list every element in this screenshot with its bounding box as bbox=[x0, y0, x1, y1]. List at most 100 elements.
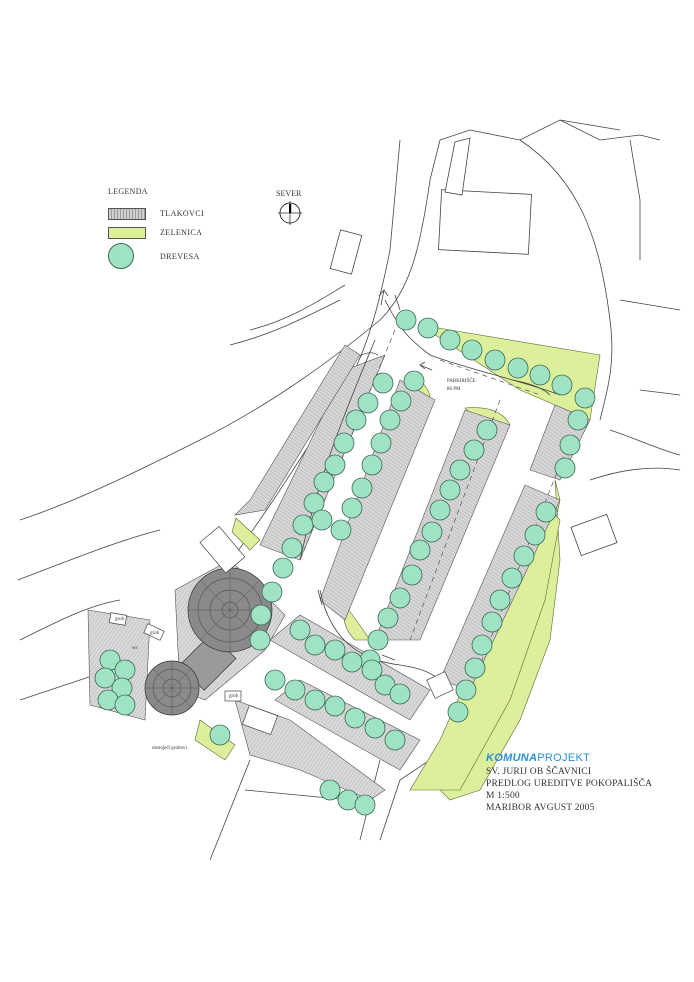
tree-symbol bbox=[409, 539, 431, 561]
tree-symbol bbox=[324, 639, 346, 661]
tree-symbol bbox=[384, 729, 406, 751]
area-label-c: grob bbox=[229, 694, 239, 699]
tree-symbol bbox=[379, 409, 401, 431]
legend-title: LEGENDA bbox=[108, 187, 148, 196]
tree-symbol bbox=[554, 457, 576, 479]
tree-symbol bbox=[464, 657, 486, 679]
tree-symbol bbox=[489, 589, 511, 611]
legend-label-trees: DREVESA bbox=[160, 252, 200, 261]
tree-symbol bbox=[303, 492, 325, 514]
tree-symbol bbox=[351, 477, 373, 499]
tree-symbol bbox=[357, 392, 379, 414]
tree-symbol bbox=[370, 432, 392, 454]
north-label: SEVER bbox=[276, 189, 302, 198]
tree-symbol bbox=[389, 683, 411, 705]
funeral-hall bbox=[144, 567, 273, 716]
tree-symbol bbox=[447, 701, 469, 723]
tree-symbol bbox=[513, 545, 535, 567]
tree-symbol bbox=[250, 604, 272, 626]
tree-symbol bbox=[94, 667, 116, 689]
tree-symbol bbox=[333, 432, 355, 454]
tree-symbol bbox=[292, 514, 314, 536]
tree-symbol bbox=[272, 557, 294, 579]
company-logo-part2: PROJEKT bbox=[537, 752, 591, 764]
tree-symbol bbox=[114, 659, 136, 681]
title-line-4: MARIBOR AVGUST 2005 bbox=[486, 803, 595, 813]
tree-symbol bbox=[311, 509, 333, 531]
legend-green-swatch bbox=[108, 227, 146, 239]
tree-symbol bbox=[344, 707, 366, 729]
tree-symbol bbox=[367, 629, 389, 651]
tree-symbol bbox=[524, 524, 546, 546]
tree-symbol bbox=[501, 567, 523, 589]
legend-label-green: ZELENICA bbox=[160, 228, 203, 237]
tree-symbol bbox=[429, 499, 451, 521]
tree-symbol bbox=[463, 439, 485, 461]
tree-symbol bbox=[372, 372, 394, 394]
title-line-3: M 1:500 bbox=[486, 791, 520, 801]
parking-label-name: PARKIRIŠČE bbox=[447, 379, 476, 384]
tree-symbol bbox=[377, 607, 399, 629]
tree-symbol bbox=[361, 659, 383, 681]
tree-symbol bbox=[574, 387, 596, 409]
tree-symbol bbox=[341, 497, 363, 519]
legend-label-paving: TLAKOVCI bbox=[160, 209, 205, 218]
tree-symbol bbox=[567, 409, 589, 431]
trees bbox=[94, 309, 596, 816]
tree-symbol bbox=[319, 779, 341, 801]
area-label-a: grob bbox=[115, 617, 125, 622]
tree-symbol bbox=[481, 611, 503, 633]
tree-symbol bbox=[324, 695, 346, 717]
tree-symbol bbox=[403, 370, 425, 392]
tree-symbol bbox=[114, 694, 136, 716]
title-line-1: SV. JURIJ OB ŠČAVNICI bbox=[486, 767, 592, 777]
tree-symbol bbox=[449, 459, 471, 481]
tree-symbol bbox=[439, 329, 461, 351]
tree-symbol bbox=[389, 587, 411, 609]
parking-label: PARKIRIŠČE 86 PM bbox=[447, 378, 476, 394]
tree-symbol bbox=[345, 409, 367, 431]
tree-symbol bbox=[209, 724, 231, 746]
tree-symbol bbox=[281, 537, 303, 559]
area-label-b: grob bbox=[150, 631, 160, 636]
title-block: SV. JURIJ OB ŠČAVNICI PREDLOG UREDITVE P… bbox=[486, 766, 652, 814]
parking-label-count: 86 PM bbox=[447, 387, 461, 392]
parking-row-northwest bbox=[234, 344, 361, 516]
tree-symbol bbox=[439, 479, 461, 501]
tree-symbol bbox=[249, 629, 271, 651]
tree-symbol bbox=[313, 471, 335, 493]
tree-symbol bbox=[361, 454, 383, 476]
north-arrow-icon bbox=[278, 201, 302, 225]
tree-symbol bbox=[529, 364, 551, 386]
tree-symbol bbox=[421, 521, 443, 543]
tree-symbol bbox=[264, 669, 286, 691]
tree-symbol bbox=[455, 679, 477, 701]
company-logo-part1: KOMUNA bbox=[486, 752, 538, 764]
tree-symbol bbox=[476, 419, 498, 441]
existing-graves-label: obstoječi grobovi bbox=[152, 746, 187, 751]
tree-symbol bbox=[261, 581, 283, 603]
tree-symbol bbox=[559, 434, 581, 456]
tree-symbol bbox=[390, 390, 412, 412]
tree-symbol bbox=[284, 679, 306, 701]
tree-symbol bbox=[461, 339, 483, 361]
tree-symbol bbox=[304, 634, 326, 656]
tree-symbol bbox=[395, 309, 417, 331]
tree-symbol bbox=[535, 501, 557, 523]
tree-symbol bbox=[330, 519, 352, 541]
tree-symbol bbox=[484, 349, 506, 371]
context-buildings bbox=[329, 137, 618, 557]
tree-symbol bbox=[304, 689, 326, 711]
small-structures bbox=[108, 525, 454, 735]
legend-paving-swatch bbox=[108, 208, 146, 220]
direction-arrows bbox=[317, 289, 551, 661]
tree-symbol bbox=[324, 454, 346, 476]
tree-symbol bbox=[471, 634, 493, 656]
title-line-2: PREDLOG UREDITVE POKOPALIŠČA bbox=[486, 779, 653, 789]
tree-symbol bbox=[364, 717, 386, 739]
wc-label: wc bbox=[132, 646, 138, 651]
company-logo: KOMUNAPROJEKT bbox=[486, 752, 590, 764]
green-area-west bbox=[231, 517, 261, 551]
legend-tree-icon bbox=[108, 243, 134, 269]
